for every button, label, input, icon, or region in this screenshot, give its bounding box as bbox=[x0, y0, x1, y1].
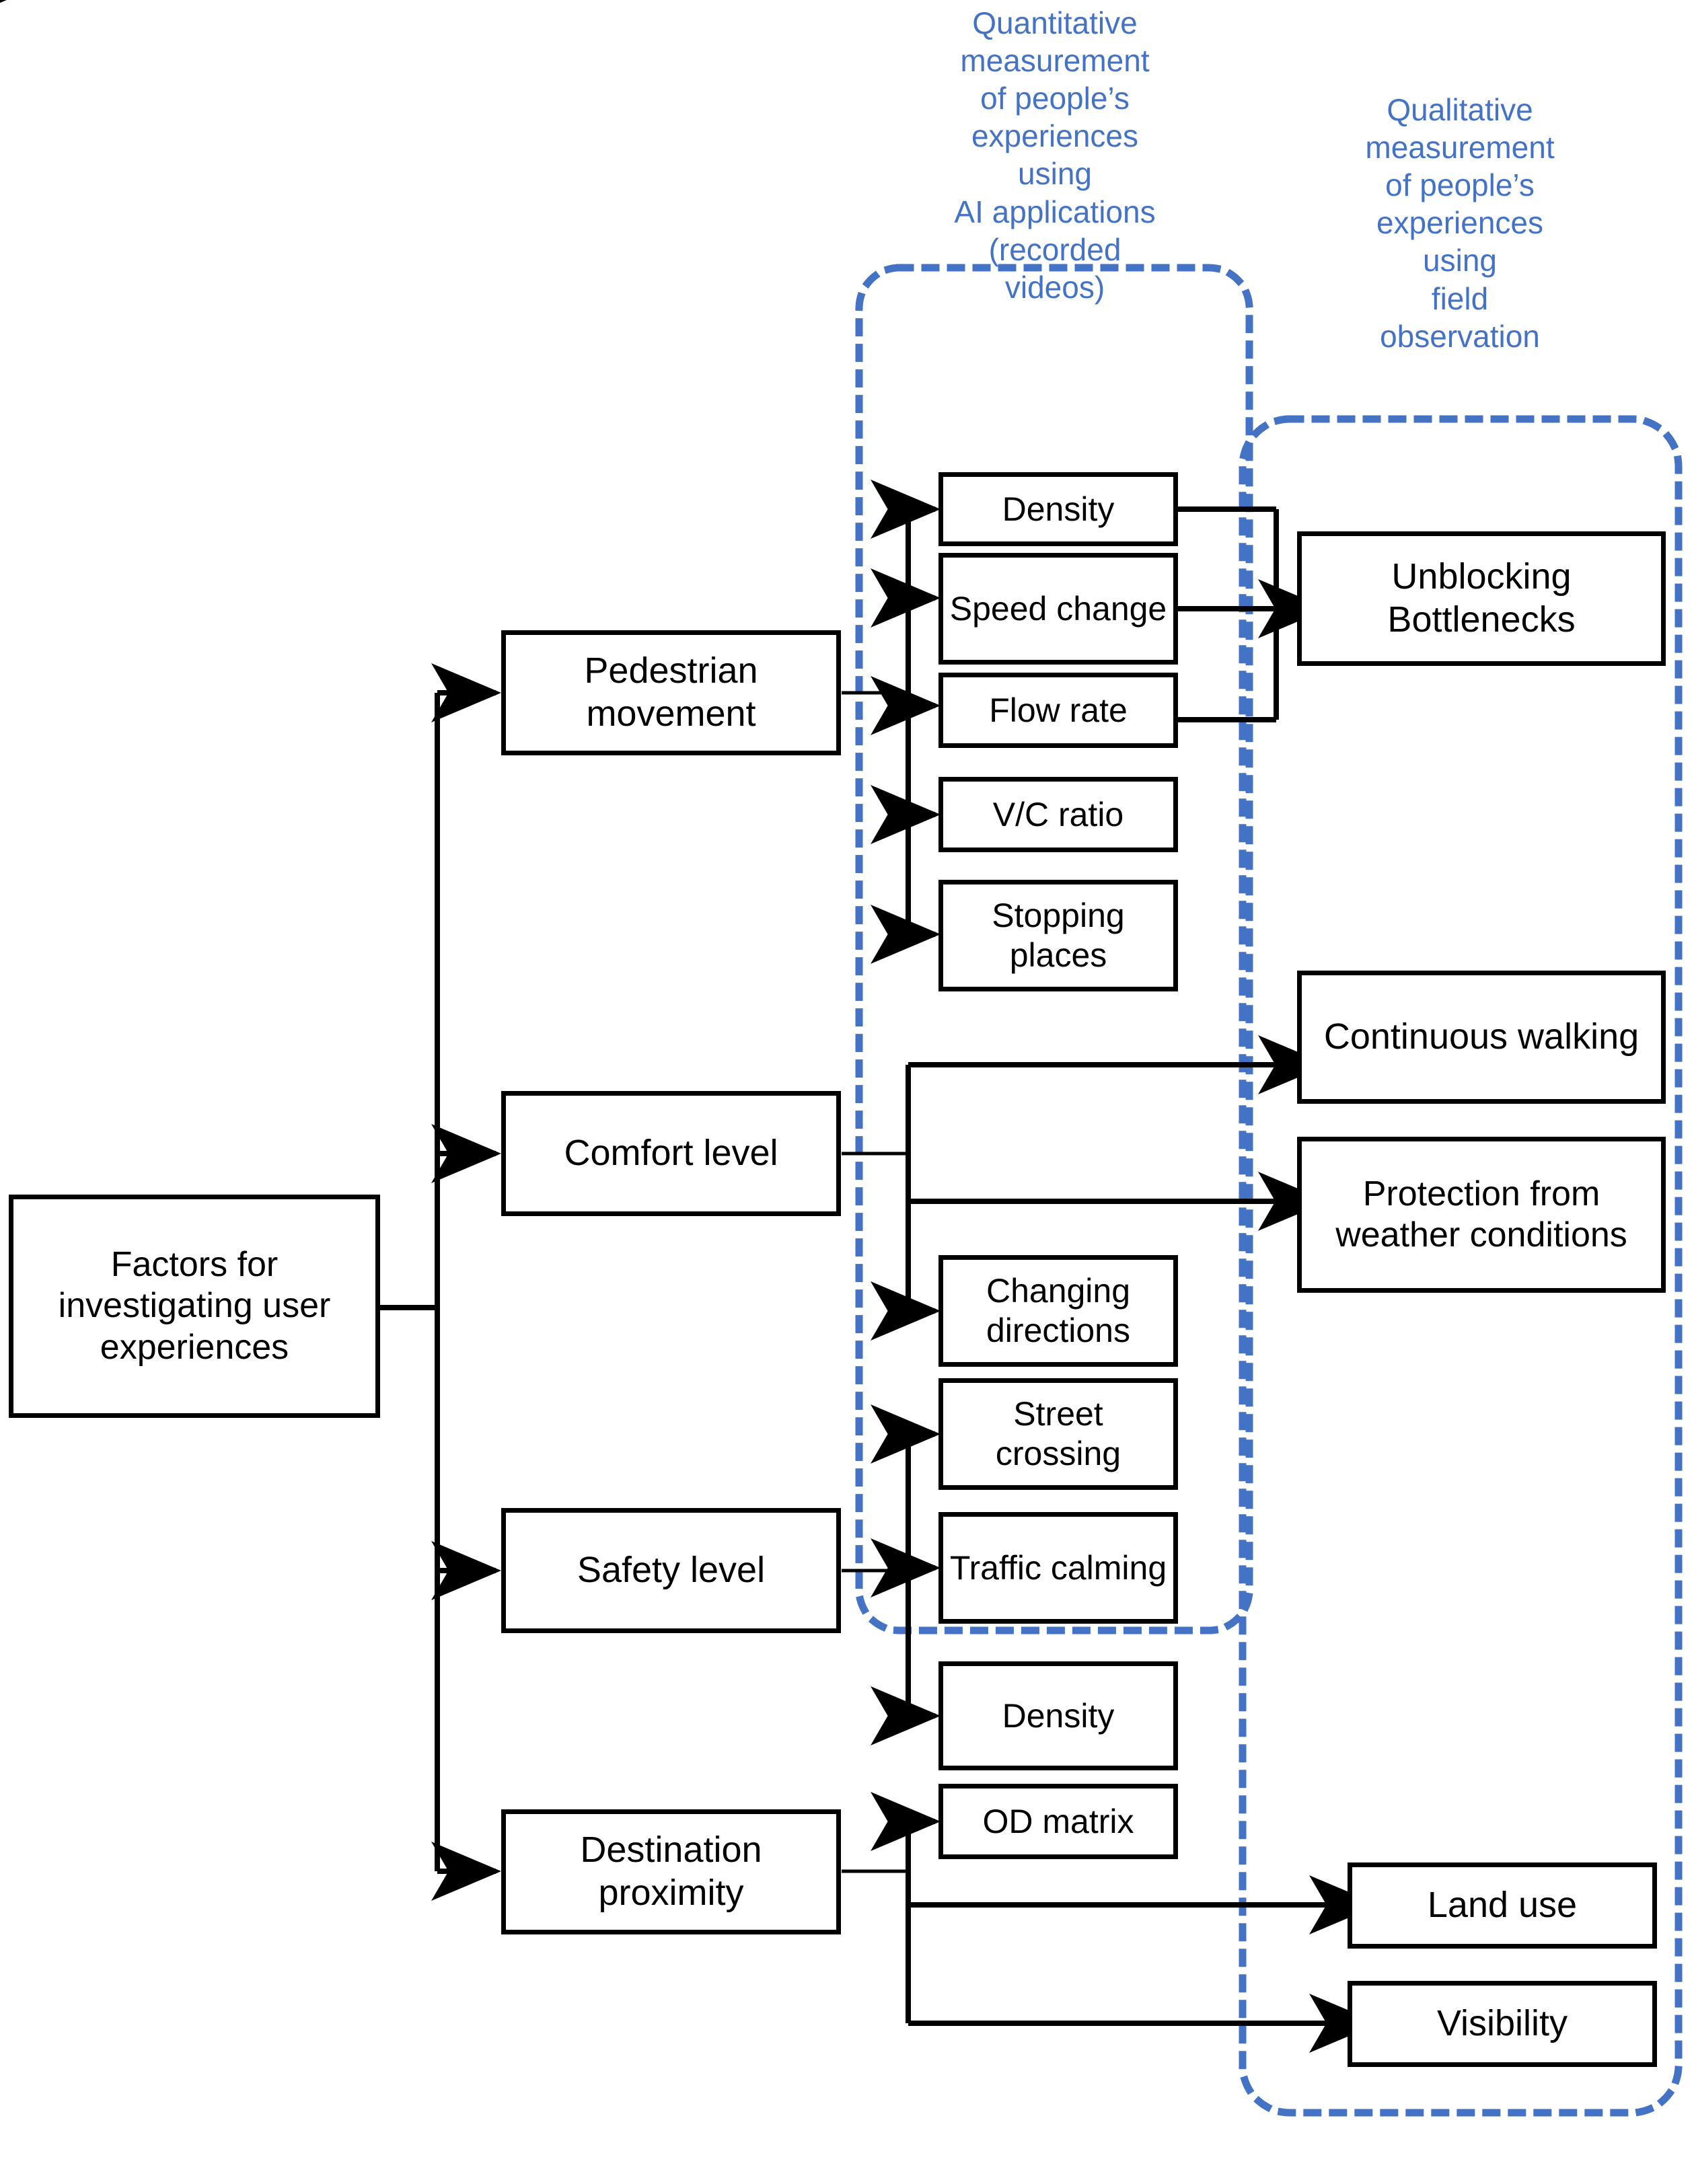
node-speed-change-label: Speed change bbox=[949, 589, 1167, 628]
grp-q-line-6: (recorded bbox=[988, 231, 1121, 267]
node-pedestrian-movement-label: Pedestrian movement bbox=[584, 650, 758, 734]
grp-q-line-0: Quantitative bbox=[972, 5, 1138, 40]
node-protection-from-weather-label: Protection from weather conditions bbox=[1335, 1174, 1627, 1254]
qualitative-group-label: Qualitative measurement of people’s expe… bbox=[1272, 91, 1648, 355]
node-root-factors-label: Factors for investigating user experienc… bbox=[58, 1244, 331, 1367]
grp-l-line-4: using bbox=[1423, 243, 1497, 278]
grp-l-line-2: of people’s bbox=[1385, 167, 1535, 203]
node-street-crossing[interactable]: Street crossing bbox=[938, 1378, 1178, 1490]
node-visibility[interactable]: Visibility bbox=[1348, 1981, 1657, 2067]
grp-q-line-1: measurement bbox=[960, 43, 1150, 79]
node-vc-ratio-label: V/C ratio bbox=[992, 795, 1124, 833]
node-comfort-level[interactable]: Comfort level bbox=[501, 1091, 841, 1216]
grp-l-line-0: Qualitative bbox=[1387, 92, 1533, 127]
grp-q-line-4: using bbox=[1018, 156, 1092, 192]
node-visibility-label: Visibility bbox=[1436, 2003, 1568, 2044]
node-stopping-places-label: Stopping places bbox=[992, 897, 1125, 974]
node-continuous-walking-label: Continuous walking bbox=[1323, 1016, 1640, 1057]
node-density-2[interactable]: Density bbox=[938, 1661, 1178, 1770]
node-od-matrix-label: OD matrix bbox=[982, 1802, 1134, 1840]
node-unblocking-bottlenecks[interactable]: Unblocking Bottlenecks bbox=[1297, 531, 1666, 666]
node-safety-level[interactable]: Safety level bbox=[501, 1508, 841, 1633]
node-stopping-places[interactable]: Stopping places bbox=[938, 880, 1178, 991]
grp-l-line-3: experiences bbox=[1376, 205, 1544, 241]
grp-q-line-2: of people’s bbox=[980, 81, 1130, 116]
quantitative-group-label: Quantitative measurement of people’s exp… bbox=[867, 4, 1243, 306]
node-root-factors[interactable]: Factors for investigating user experienc… bbox=[9, 1195, 380, 1418]
node-protection-from-weather[interactable]: Protection from weather conditions bbox=[1297, 1137, 1666, 1293]
grp-q-line-3: experiences bbox=[971, 118, 1139, 154]
node-unblocking-bottlenecks-label: Unblocking Bottlenecks bbox=[1387, 556, 1576, 640]
qualitative-group-boundary bbox=[1239, 415, 1683, 2117]
node-safety-level-label: Safety level bbox=[577, 1550, 766, 1591]
node-street-crossing-label: Street crossing bbox=[995, 1395, 1121, 1472]
grp-q-line-5: AI applications bbox=[954, 194, 1156, 229]
node-changing-directions-label: Changing directions bbox=[986, 1272, 1131, 1349]
node-density-1-label: Density bbox=[1002, 490, 1115, 528]
node-density-1[interactable]: Density bbox=[938, 472, 1178, 546]
node-vc-ratio[interactable]: V/C ratio bbox=[938, 777, 1178, 852]
node-pedestrian-movement[interactable]: Pedestrian movement bbox=[501, 630, 841, 755]
node-destination-proximity[interactable]: Destination proximity bbox=[501, 1809, 841, 1934]
node-changing-directions[interactable]: Changing directions bbox=[938, 1255, 1178, 1367]
grp-l-line-5: field bbox=[1431, 280, 1489, 316]
node-speed-change[interactable]: Speed change bbox=[938, 553, 1178, 665]
node-od-matrix[interactable]: OD matrix bbox=[938, 1784, 1178, 1859]
node-flow-rate[interactable]: Flow rate bbox=[938, 673, 1178, 748]
node-flow-rate-label: Flow rate bbox=[989, 691, 1128, 729]
grp-l-line-1: measurement bbox=[1365, 130, 1555, 165]
node-traffic-calming-label: Traffic calming bbox=[949, 1548, 1167, 1587]
node-comfort-level-label: Comfort level bbox=[564, 1133, 778, 1174]
grp-q-line-7: videos) bbox=[1004, 269, 1105, 305]
node-land-use-label: Land use bbox=[1427, 1885, 1578, 1926]
node-traffic-calming[interactable]: Traffic calming bbox=[938, 1512, 1178, 1624]
grp-l-line-6: observation bbox=[1380, 318, 1540, 354]
node-density-2-label: Density bbox=[1002, 1696, 1115, 1735]
node-continuous-walking[interactable]: Continuous walking bbox=[1297, 971, 1666, 1104]
quantitative-group-boundary bbox=[855, 264, 1253, 1634]
node-destination-proximity-label: Destination proximity bbox=[580, 1830, 762, 1913]
node-land-use[interactable]: Land use bbox=[1348, 1862, 1657, 1949]
